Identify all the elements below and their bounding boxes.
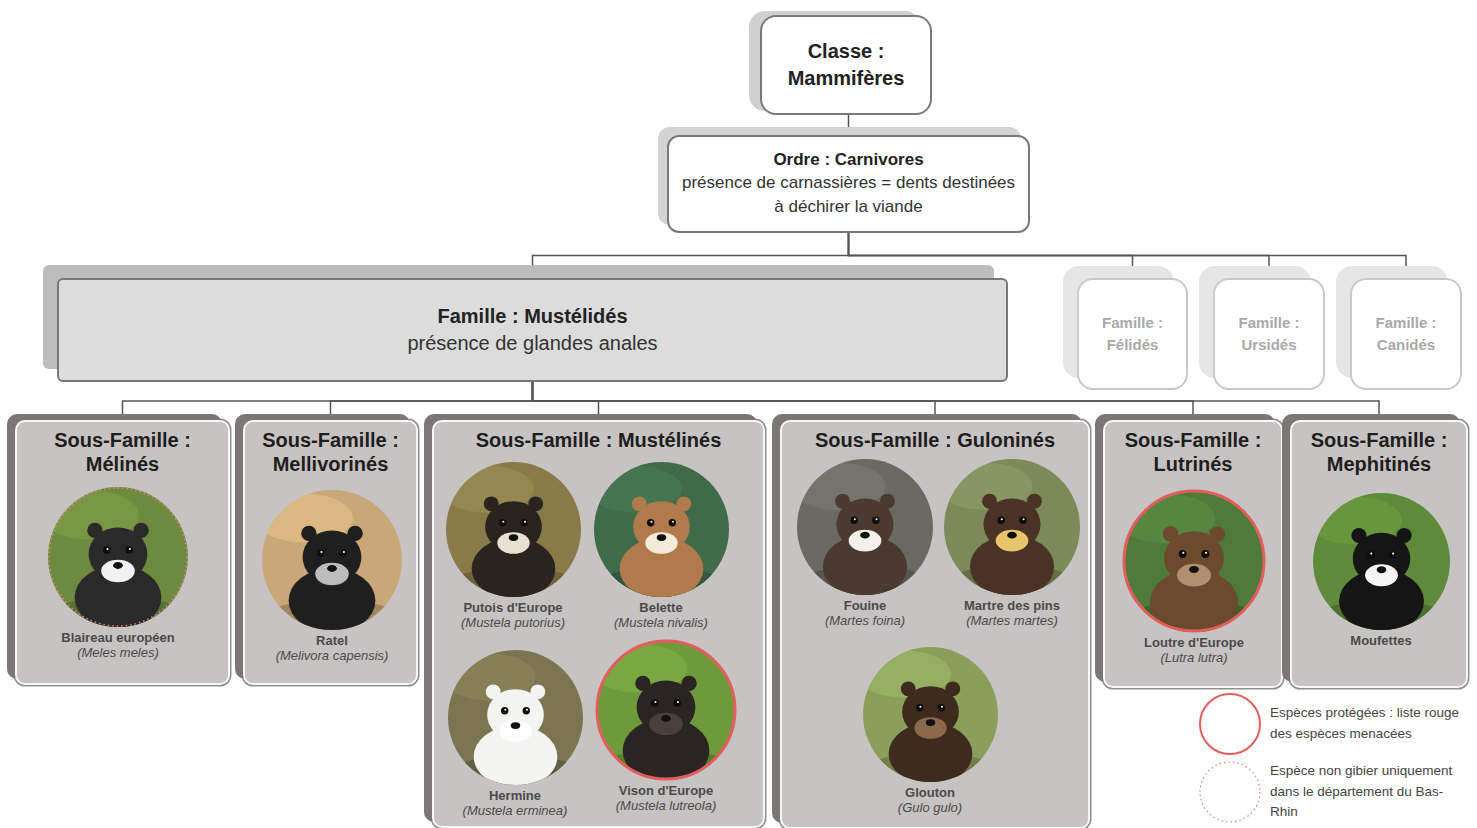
species-name: Loutre d'Europe [1119,635,1269,650]
species-node: Fouine(Martes foina) [790,456,940,628]
legend-row: Espèce non gibier uniquement dans le dép… [1198,758,1470,826]
species-latin: (Mustela putorius) [438,615,588,630]
order-box: Ordre : Carnivoresprésence de carnassièr… [667,135,1030,233]
species-photo [45,484,191,630]
node-heading: Famille : Canidés [1360,312,1452,357]
species-latin: (Lutra lutra) [1119,650,1269,665]
species-latin: (Mustela nivalis) [586,615,736,630]
node-heading: Sous-Famille : Mellivorinés [251,428,410,476]
species-node: Blaireau européen(Meles meles) [43,484,193,660]
node-heading: Sous-Famille : Guloninés [788,428,1082,452]
species-latin: (Martes foina) [790,613,940,628]
tree-connector [533,233,849,278]
subfamily-panel: Sous-Famille : MélinésBlaireau européen(… [15,420,230,685]
species-name: Martre des pins [937,598,1087,613]
subfamily-panel: Sous-Famille : GuloninésFouine(Martes fo… [780,420,1090,828]
family-box-greyed: Famille : Ursidés [1213,278,1325,390]
species-node: Ratel(Melivora capensis) [257,487,407,663]
tree-connector [849,233,1407,278]
species-name: Glouton [855,785,1005,800]
node-heading: Ordre : Carnivores [773,149,923,171]
legend-text: Espèce non gibier uniquement dans le dép… [1270,761,1460,824]
subfamily-panel: Sous-Famille : MustélinésPutois d'Europe… [432,420,765,828]
species-photo [1310,490,1453,633]
node-heading: Sous-Famille : Lutrinés [1111,428,1275,476]
species-photo [794,456,936,598]
species-name: Moufettes [1306,633,1456,648]
node-heading: Famille : Ursidés [1223,312,1315,357]
family-box-greyed: Famille : Félidés [1077,278,1188,390]
species-node: Putois d'Europe(Mustela putorius) [438,459,588,630]
species-photo [591,459,732,600]
species-name: Blaireau européen [43,630,193,645]
species-node: Vison d'Europe(Mustela lutreola) [591,637,741,813]
species-node: Belette(Mustela nivalis) [586,459,736,630]
species-photo [1120,487,1268,635]
tree-connector [331,382,533,420]
species-name: Putois d'Europe [438,600,588,615]
subfamily-panel: Sous-Famille : MellivorinésRatel(Melivor… [243,420,418,685]
legend-swatch [1198,692,1262,756]
legend-row: Espèces protégées : liste rouge des espè… [1198,690,1470,758]
species-node: Loutre d'Europe(Lutra lutra) [1119,487,1269,665]
family-box: Famille : Mustélidésprésence de glandes … [57,278,1008,382]
species-latin: (Martes martes) [937,613,1087,628]
subfamily-panel: Sous-Famille : MephitinésMoufettes [1290,420,1468,688]
species-name: Fouine [790,598,940,613]
species-name: Vison d'Europe [591,783,741,798]
species-name: Ratel [257,633,407,648]
species-node: Moufettes [1306,490,1456,648]
species-photo [941,456,1083,598]
node-heading: Sous-Famille : Mustélinés [440,428,757,452]
species-photo [860,644,1001,785]
species-node: Hermine(Mustela erminea) [440,647,590,818]
species-photo [443,459,584,600]
species-node: Glouton(Gulo gulo) [855,644,1005,815]
species-latin: (Gulo gulo) [855,800,1005,815]
subfamily-panel: Sous-Famille : LutrinésLoutre d'Europe(L… [1103,420,1283,688]
legend-swatch [1198,760,1262,824]
family-box-greyed: Famille : Canidés [1350,278,1462,390]
species-latin: (Melivora capensis) [257,648,407,663]
species-latin: (Meles meles) [43,645,193,660]
species-photo [445,647,586,788]
node-heading: Sous-Famille : Mephitinés [1298,428,1460,476]
node-body: présence de carnassières = dents destiné… [679,171,1018,219]
species-name: Hermine [440,788,590,803]
legend: Espèces protégées : liste rouge des espè… [1198,690,1470,826]
species-name: Belette [586,600,736,615]
species-photo [259,487,405,633]
node-heading: Sous-Famille : Mélinés [23,428,222,476]
class-box: Classe : Mammifères [760,15,932,115]
tree-connector [848,115,850,135]
node-heading: Famille : Mustélidés [437,303,627,330]
node-heading: Classe : Mammifères [770,38,922,92]
species-node: Martre des pins(Martes martes) [937,456,1087,628]
species-latin: (Mustela lutreola) [591,798,741,813]
node-heading: Famille : Félidés [1087,312,1178,357]
node-body: présence de glandes anales [407,330,657,357]
legend-text: Espèces protégées : liste rouge des espè… [1270,703,1460,745]
species-latin: (Mustela erminea) [440,803,590,818]
tree-connector [123,382,533,420]
species-photo [593,637,739,783]
